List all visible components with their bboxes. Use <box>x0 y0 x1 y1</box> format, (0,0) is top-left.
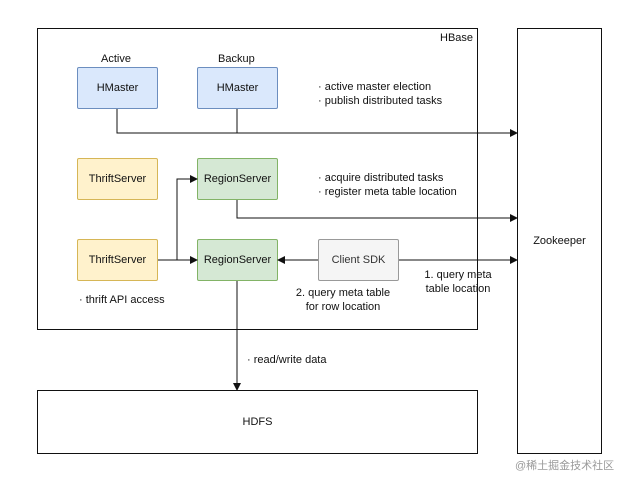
zookeeper-label: Zookeeper <box>533 235 586 247</box>
zookeeper-box: Zookeeper <box>517 28 602 454</box>
regionserver-bottom-label: RegionServer <box>203 254 272 266</box>
hmaster-backup-box: HMaster <box>197 67 278 109</box>
query-meta-line1: 2. query meta table <box>295 287 391 299</box>
master-note-tasks: · publish distributed tasks <box>318 95 443 107</box>
hmaster-active-label: HMaster <box>96 82 139 94</box>
watermark: @稀土掘金技术社区 <box>515 460 615 472</box>
hdfs-box: HDFS <box>37 390 478 454</box>
query-meta-line2: for row location <box>305 301 381 313</box>
active-label: Active <box>101 53 131 65</box>
region-note-register: · register meta table location <box>318 186 457 198</box>
thriftserver-top-box: ThriftServer <box>77 158 158 200</box>
client-sdk-box: Client SDK <box>318 239 399 281</box>
backup-label: Backup <box>218 53 255 65</box>
regionserver-bottom-box: RegionServer <box>197 239 278 281</box>
arrow-thrift-to-regionserver-top <box>176 175 198 260</box>
hdfs-label: HDFS <box>242 416 273 428</box>
data-note: · read/write data <box>247 354 327 366</box>
hmaster-backup-label: HMaster <box>216 82 259 94</box>
arrow-hmaster-active-to-zookeeper <box>116 109 518 137</box>
thriftserver-bottom-box: ThriftServer <box>77 239 158 281</box>
thrift-note: · thrift API access <box>79 294 165 306</box>
hbase-title: HBase <box>440 32 474 44</box>
client-sdk-label: Client SDK <box>331 254 386 266</box>
thriftserver-bottom-label: ThriftServer <box>88 254 147 266</box>
region-note-acquire: · acquire distributed tasks <box>318 172 444 184</box>
hmaster-active-box: HMaster <box>77 67 158 109</box>
hbase-frame <box>37 28 478 330</box>
regionserver-top-label: RegionServer <box>203 173 272 185</box>
thriftserver-top-label: ThriftServer <box>88 173 147 185</box>
master-note-election: · active master election <box>318 81 432 93</box>
arrow-regionserver-to-zookeeper <box>236 200 518 222</box>
query-zk-line2: table location <box>425 283 491 295</box>
regionserver-top-box: RegionServer <box>197 158 278 200</box>
query-zk-line1: 1. query meta <box>424 269 492 281</box>
